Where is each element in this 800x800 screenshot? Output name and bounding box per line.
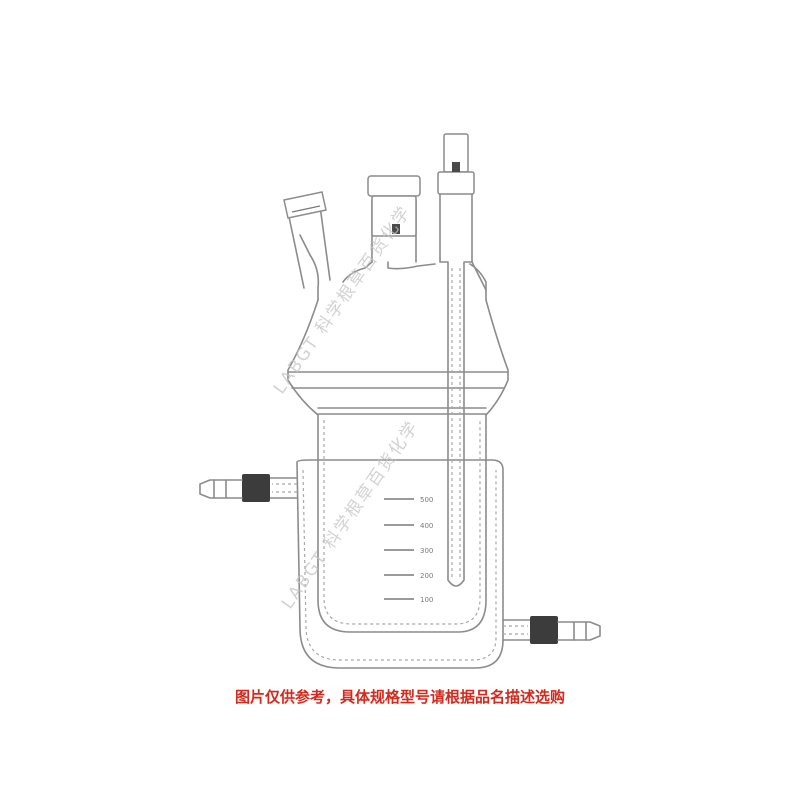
left-hose-connector	[199, 474, 298, 502]
graduation-label-500: 500	[420, 496, 433, 504]
graduation-label-400: 400	[420, 522, 433, 530]
graduation-label-100: 100	[420, 596, 433, 604]
jacket-dashed-lining	[302, 469, 497, 661]
right-hose-connector	[502, 616, 601, 644]
center-neck	[367, 175, 421, 263]
inner-vessel-dashed	[323, 420, 481, 625]
thermometer-well	[437, 133, 487, 587]
left-angled-neck	[283, 191, 331, 289]
disclaimer-caption: 图片仅供参考，具体规格型号请根据品名描述选购	[234, 688, 565, 706]
graduation-scale: 500 400 300 200 100	[384, 496, 433, 604]
graduation-label-200: 200	[420, 572, 433, 580]
graduation-label-300: 300	[420, 547, 433, 555]
inner-vessel-wall	[317, 414, 487, 633]
lid-outline	[299, 234, 487, 301]
flange-shoulder	[287, 299, 509, 416]
watermark-lower: LABGT 科学根草百货化学	[278, 417, 424, 613]
center-neck-clip	[392, 224, 400, 234]
